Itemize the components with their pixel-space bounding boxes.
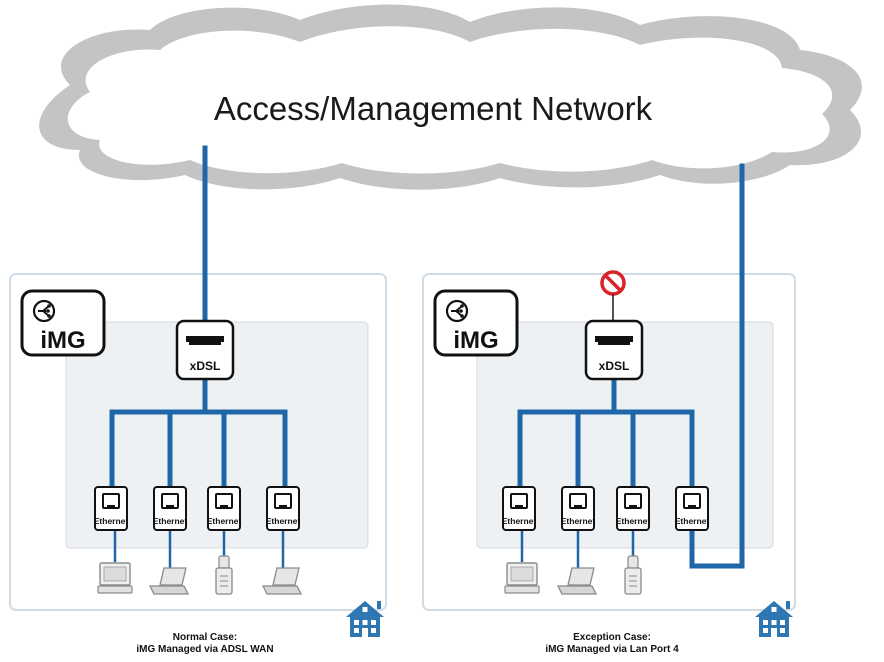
left-ethernet-label-3: Ethernet (207, 516, 242, 526)
right-img-logo-text: iMG (453, 327, 498, 354)
right-management-link (689, 163, 745, 569)
ethernet-port-icon (569, 493, 587, 510)
left-img-logo: iMG (20, 289, 106, 357)
ethernet-port-icon (683, 493, 701, 510)
ethernet-port-icon (624, 493, 642, 510)
left-xdsl-label: xDSL (190, 359, 221, 373)
right-img-logo: iMG (433, 289, 519, 357)
right-ethernet-port-3: Ethernet (616, 486, 651, 531)
right-caption-line2: iMG Managed via Lan Port 4 (545, 644, 679, 655)
cloud-title: Access/Management Network (214, 90, 653, 127)
left-caption-line2: iMG Managed via ADSL WAN (136, 644, 274, 655)
left-ethernet-port-3: Ethernet (207, 486, 242, 531)
right-ethernet-label-2: Ethernet (561, 516, 596, 526)
left-ethernet-port-2: Ethernet (153, 486, 188, 531)
right-ethernet-port-4: Ethernet (675, 486, 710, 531)
ethernet-port-icon (215, 493, 233, 510)
left-img-logo-text: iMG (40, 327, 85, 354)
left-links (109, 145, 288, 493)
right-caption-line1: Exception Case: (573, 632, 651, 643)
pc-icon (97, 562, 133, 594)
ethernet-port-icon (161, 493, 179, 510)
left-ethernet-port-1: Ethernet (94, 486, 129, 531)
right-xdsl-label: xDSL (599, 359, 630, 373)
phone-icon (624, 555, 642, 595)
right-ethernet-port-2: Ethernet (561, 486, 596, 531)
left-ethernet-port-4: Ethernet (266, 486, 301, 531)
left-xdsl-port: xDSL (175, 319, 235, 381)
left-ethernet-label-4: Ethernet (266, 516, 301, 526)
right-case-panel: iMG xDSL (422, 163, 796, 637)
right-caption: Exception Case: iMG Managed via Lan Port… (482, 632, 742, 656)
right-ethernet-port-1: Ethernet (502, 486, 537, 531)
right-xdsl-port: xDSL (584, 319, 644, 381)
left-ethernet-label-2: Ethernet (153, 516, 188, 526)
right-ethernet-label-1: Ethernet (502, 516, 537, 526)
pc-icon (504, 562, 540, 594)
no-entry-icon (600, 270, 626, 322)
left-case-panel: iMG xDSL Ethernet (9, 145, 387, 637)
access-management-cloud: Access/Management Network (39, 4, 862, 190)
right-ethernet-label-3: Ethernet (616, 516, 651, 526)
left-caption: Normal Case: iMG Managed via ADSL WAN (75, 632, 335, 656)
ethernet-port-icon (274, 493, 292, 510)
left-caption-line1: Normal Case: (172, 632, 238, 643)
left-ethernet-label-1: Ethernet (94, 516, 129, 526)
right-links (517, 163, 745, 569)
ethernet-port-icon (510, 493, 528, 510)
ethernet-port-icon (102, 493, 120, 510)
right-ethernet-label-4: Ethernet (675, 516, 710, 526)
